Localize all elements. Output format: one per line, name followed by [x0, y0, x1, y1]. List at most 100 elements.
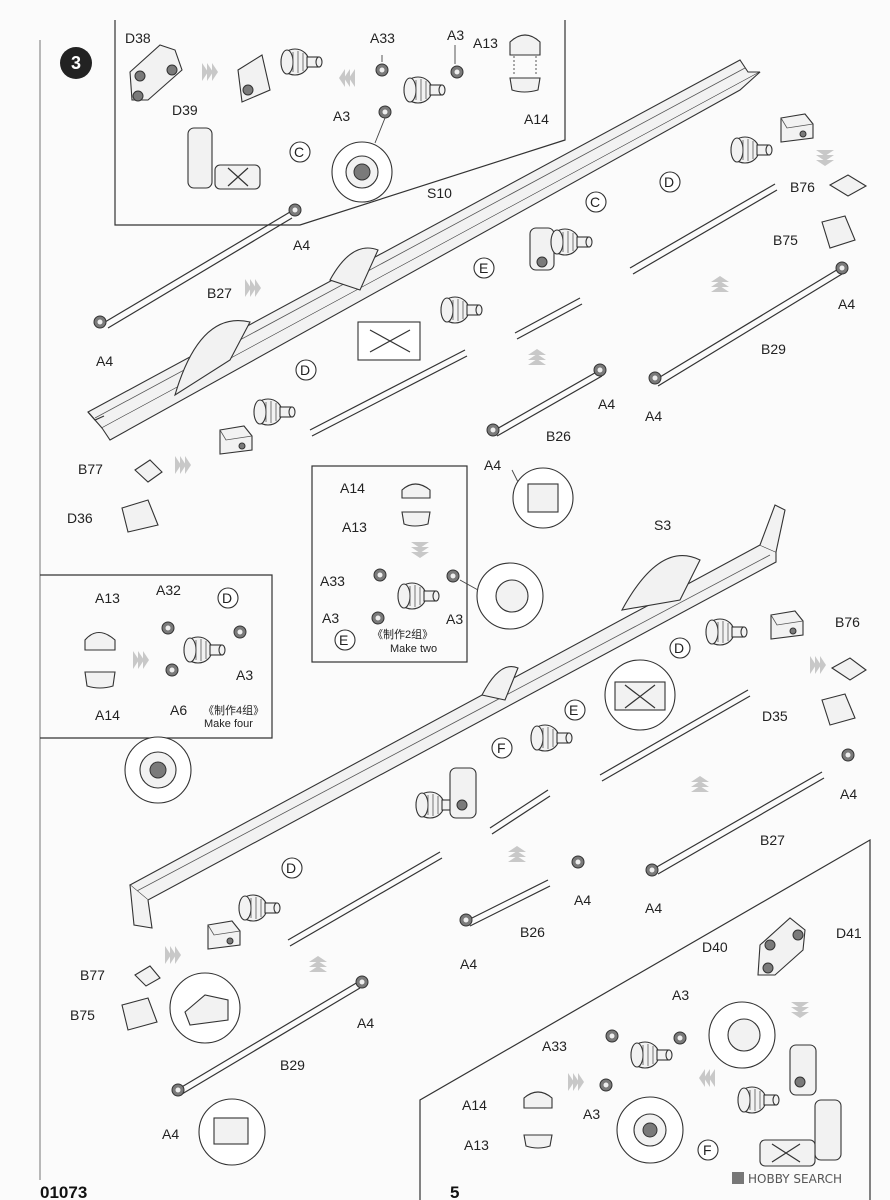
label-a4-1: A4 [293, 237, 310, 253]
callout-bracket-b75 [169, 972, 241, 1044]
label-b76-upper: B76 [790, 179, 815, 195]
label-d-lower-right: D [674, 640, 684, 656]
label-f-lower: F [497, 740, 506, 756]
callout-hub-bottom [708, 1001, 776, 1069]
label-a4-11: A4 [357, 1015, 374, 1031]
part-f-assembly-bottom [737, 1044, 817, 1114]
label-a4-4: A4 [598, 396, 615, 412]
label-d-left-box: D [222, 590, 232, 606]
bracket-b77-d36 [121, 459, 163, 533]
watermark-logo-icon [732, 1172, 744, 1184]
part-a33-assembly [375, 45, 464, 104]
label-a14-left: A14 [95, 707, 120, 723]
part-a13-a14-two [401, 483, 431, 527]
label-a4-12: A4 [162, 1126, 179, 1142]
part-a13-a14-four [84, 631, 116, 689]
chassis-rail-s3 [129, 504, 786, 929]
shafts-lower [171, 689, 855, 1097]
page-number: 5 [450, 1183, 459, 1200]
note-make-two-cn: 《制作2组》 [372, 627, 433, 641]
part-d38-d39-assembled [237, 48, 323, 103]
label-a3-bottom-2: A3 [583, 1106, 600, 1122]
label-b76-lower: B76 [835, 614, 860, 630]
label-d-upper-right: D [664, 174, 674, 190]
label-b27-lower: B27 [760, 832, 785, 848]
label-b75-upper: B75 [773, 232, 798, 248]
part-labels: D38 D39 A33 A3 A13 A14 A3 C S10 C D E D … [67, 27, 862, 1161]
part-d38-d39 [129, 44, 183, 102]
subassembly-box-top [114, 20, 566, 226]
watermark-text: HOBBY SEARCH [748, 1172, 842, 1186]
part-a13-a14-bottom [523, 1091, 553, 1149]
bracket-b77-b75 [121, 965, 161, 1031]
label-a4-7: A4 [840, 786, 857, 802]
note-make-four-cn: 《制作4组》 [203, 703, 264, 717]
label-a32: A32 [156, 582, 181, 598]
label-f-bottom: F [703, 1142, 712, 1158]
note-make-four-en: Make four [204, 718, 253, 730]
watermark: HOBBY SEARCH [732, 1172, 842, 1186]
label-a13-top: A13 [473, 35, 498, 51]
part-c-joint [187, 127, 261, 190]
label-b77-lower: B77 [80, 967, 105, 983]
label-a3-bottom-1: A3 [672, 987, 689, 1003]
bracket-b76-d35 [821, 657, 867, 726]
label-a6: A6 [170, 702, 187, 718]
part-c-on-rail [529, 227, 593, 271]
label-b75-lower: B75 [70, 1007, 95, 1023]
part-a3-washer [378, 105, 392, 119]
label-d-lower-left: D [286, 860, 296, 876]
label-a4-8: A4 [574, 892, 591, 908]
label-a4-2: A4 [96, 353, 113, 369]
label-a13-left: A13 [95, 590, 120, 606]
shafts-upper [93, 183, 849, 437]
label-d38: D38 [125, 30, 151, 46]
callout-hub-a4 [511, 467, 574, 529]
part-a33-drum-bottom [599, 1029, 687, 1092]
label-d36: D36 [67, 510, 93, 526]
label-d39: D39 [172, 102, 198, 118]
callout-joint-e [357, 321, 421, 361]
label-d35: D35 [762, 708, 788, 724]
subassembly-box-make-two [311, 465, 468, 663]
note-make-two-en: Make two [390, 643, 437, 655]
label-a3-mid-2: A3 [446, 611, 463, 627]
label-d40: D40 [702, 939, 728, 955]
label-a3-left: A3 [236, 667, 253, 683]
subassembly-box-bottom-right [419, 838, 871, 1200]
label-b27-upper: B27 [207, 285, 232, 301]
label-e-lower: E [569, 702, 578, 718]
label-a3-mid-1: A3 [322, 610, 339, 626]
part-f-on-rail [449, 767, 477, 819]
label-a33-top: A33 [370, 30, 395, 46]
part-a13-a14 [509, 34, 541, 93]
label-a33-mid: A33 [320, 573, 345, 589]
label-b77-upper: B77 [78, 461, 103, 477]
label-a14-bottom: A14 [462, 1097, 487, 1113]
part-a32-drum-four [161, 621, 247, 677]
label-b26-upper: B26 [546, 428, 571, 444]
label-d-upper-left: D [300, 362, 310, 378]
label-a4-10: A4 [460, 956, 477, 972]
callout-hub-a6 [124, 736, 192, 804]
label-a3-top2: A3 [333, 108, 350, 124]
callout-hub-lower-a4 [198, 1098, 266, 1166]
label-a13-mid: A13 [342, 519, 367, 535]
callout-joint-lower-e [604, 659, 676, 731]
label-a4-6: A4 [484, 457, 501, 473]
callout-hub-detail-top [331, 117, 393, 203]
chassis-rail-s10 [87, 59, 761, 441]
bracket-b76-b75 [821, 174, 868, 249]
label-d41: D41 [836, 925, 862, 941]
label-s10: S10 [427, 185, 452, 201]
label-a4-3: A4 [838, 296, 855, 312]
label-b29-lower: B29 [280, 1057, 305, 1073]
step-number: 3 [71, 53, 81, 73]
product-code: 01073 [40, 1183, 87, 1200]
label-a13-bottom: A13 [464, 1137, 489, 1153]
label-c-top: C [294, 144, 304, 160]
step-number-badge: 3 [60, 47, 92, 79]
label-a14-mid: A14 [340, 480, 365, 496]
part-f-joint-bottom [759, 1099, 842, 1167]
label-a4-9: A4 [645, 900, 662, 916]
